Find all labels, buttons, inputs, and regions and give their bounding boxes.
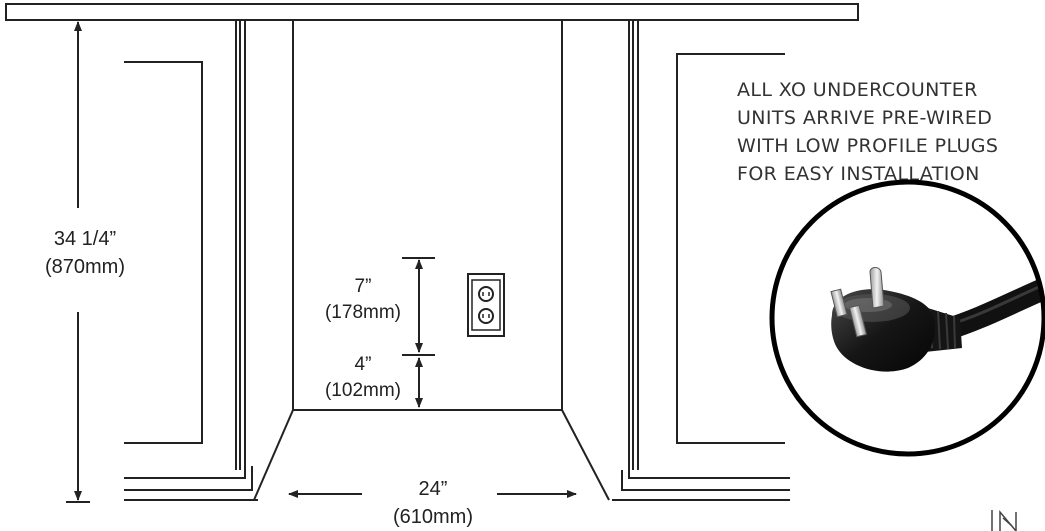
plug-inset bbox=[769, 179, 1045, 457]
height-imperial-label: 34 1/4” bbox=[54, 228, 116, 250]
note-line-1: ALL XO UNDERCOUNTER bbox=[737, 79, 978, 101]
width-dimension: 24” (610mm) bbox=[288, 478, 577, 528]
duplex-outlet-icon bbox=[467, 273, 505, 337]
height-dimension: 34 1/4” (870mm) bbox=[45, 21, 125, 503]
preinstall-note: ALL XO UNDERCOUNTER UNITS ARRIVE PRE-WIR… bbox=[737, 79, 998, 185]
outlet-top-dimension: 7” (178mm) bbox=[325, 257, 435, 353]
note-line-3: WITH LOW PROFILE PLUGS bbox=[737, 135, 998, 157]
outlet-top-imperial-label: 7” bbox=[355, 276, 372, 297]
brand-logo bbox=[991, 509, 1017, 531]
left-cabinet bbox=[124, 20, 258, 501]
outlet-bottom-dimension: 4” (102mm) bbox=[325, 354, 435, 408]
width-metric-label: (610mm) bbox=[393, 506, 473, 528]
width-imperial-label: 24” bbox=[419, 478, 448, 500]
height-metric-label: (870mm) bbox=[45, 256, 125, 278]
cabinet-opening bbox=[253, 20, 610, 501]
right-cabinet bbox=[612, 20, 790, 501]
note-line-4: FOR EASY INSTALLATION bbox=[737, 163, 980, 185]
outlet-bottom-imperial-label: 4” bbox=[355, 354, 372, 375]
outlet-bottom-metric-label: (102mm) bbox=[325, 380, 401, 401]
outlet-top-metric-label: (178mm) bbox=[325, 302, 401, 323]
low-profile-plug-icon bbox=[830, 267, 1044, 372]
note-line-2: UNITS ARRIVE PRE-WIRED bbox=[737, 107, 992, 129]
countertop bbox=[5, 3, 859, 21]
